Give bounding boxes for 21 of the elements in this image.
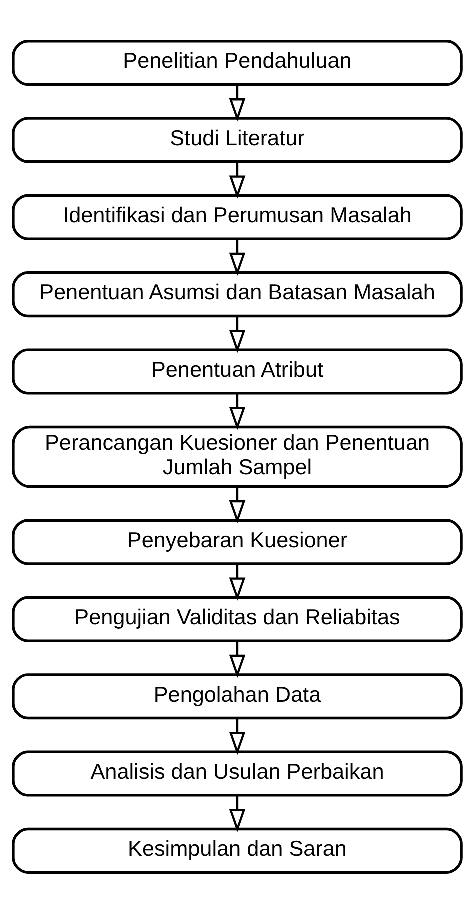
node-box: Penentuan Atribut [12, 348, 463, 395]
node-box: Studi Literatur [12, 117, 463, 164]
node-box: Pengolahan Data [12, 674, 463, 720]
node-box: Identifikasi dan Perumusan Masalah [12, 194, 463, 240]
node-box: Kesimpulan dan Saran [12, 828, 463, 874]
arrow [229, 641, 246, 678]
node-box: Pengujian Validitas dan Reliabitas [12, 596, 463, 642]
arrow [229, 162, 246, 199]
node-box: Analisis dan Usulan Perbaikan [12, 750, 463, 797]
arrow [229, 316, 246, 354]
arrow [229, 84, 246, 122]
arrow [229, 564, 246, 602]
arrow [229, 393, 246, 430]
node-box: Penelitian Pendahuluan [12, 40, 463, 86]
node-box: Penyebaran Kuesioner [12, 519, 463, 566]
arrow [229, 239, 246, 276]
node-box: Perancangan Kuesioner dan Penentuan Jumlah Sampel [12, 426, 463, 488]
arrow [229, 718, 246, 756]
arrow [229, 487, 246, 524]
arrow [229, 795, 246, 833]
node-box: Penentuan Asumsi dan Batasan Masalah [12, 272, 463, 318]
